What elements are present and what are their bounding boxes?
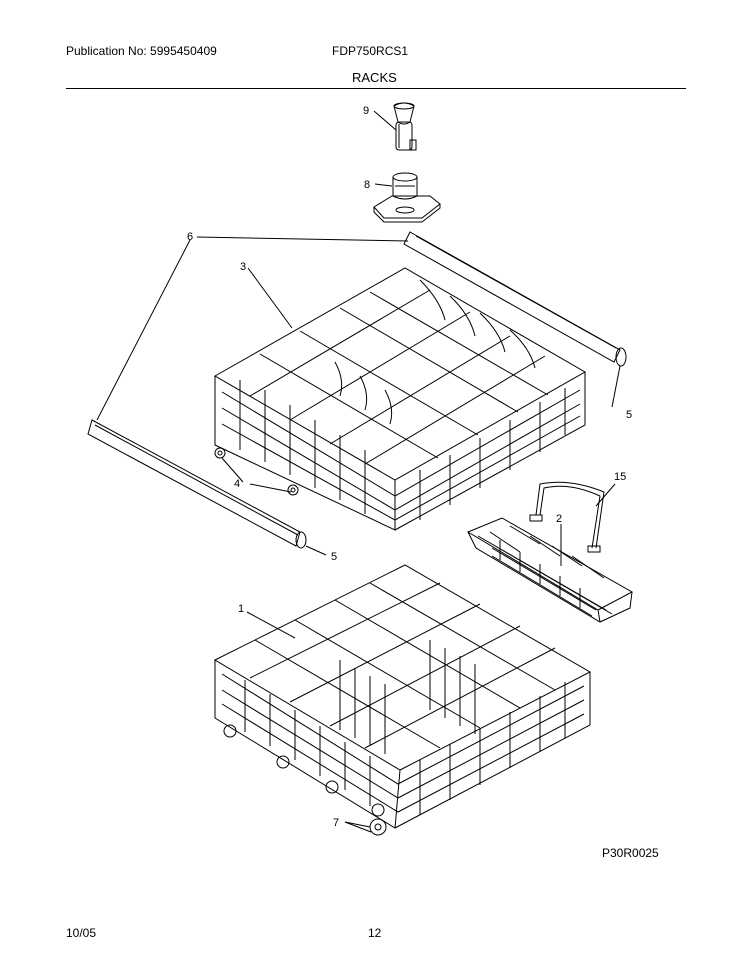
publication-number: Publication No: 5995450409 — [66, 44, 217, 58]
part-4-rack-rollers — [214, 447, 299, 496]
footer-date: 10/05 — [66, 926, 97, 940]
callout-8: 8 — [364, 179, 370, 191]
part-15-basket-handle — [529, 481, 605, 553]
part-1-lower-rack — [213, 564, 592, 829]
callout-15: 15 — [614, 471, 626, 483]
callout-9: 9 — [363, 105, 369, 117]
part-8-spray-arm-mount — [373, 172, 441, 223]
section-title: RACKS — [352, 70, 397, 85]
callout-2: 2 — [556, 513, 562, 525]
callout-3: 3 — [240, 261, 246, 273]
header-divider — [66, 88, 686, 89]
callout-7: 7 — [333, 817, 339, 829]
callout-5-lower: 5 — [331, 551, 337, 563]
callout-4: 4 — [234, 478, 240, 490]
part-9-spray-tube — [393, 102, 417, 151]
callout-1: 1 — [238, 603, 244, 615]
model-number: FDP750RCS1 — [332, 44, 409, 58]
part-3-upper-rack — [213, 267, 587, 531]
footer-page: 12 — [368, 926, 382, 940]
callout-6: 6 — [187, 231, 193, 243]
part-6-upper-rail-left — [87, 419, 307, 549]
part-2-silverware-basket — [466, 517, 634, 623]
part-7-lower-roller — [369, 818, 387, 836]
part-6-upper-rail-right — [403, 231, 627, 367]
callout-numbers: 9 8 6 3 5 4 5 15 2 1 7 — [187, 105, 632, 829]
callout-5-upper: 5 — [626, 409, 632, 421]
leader-lines — [96, 110, 621, 833]
diagram-code: P30R0025 — [602, 846, 659, 860]
